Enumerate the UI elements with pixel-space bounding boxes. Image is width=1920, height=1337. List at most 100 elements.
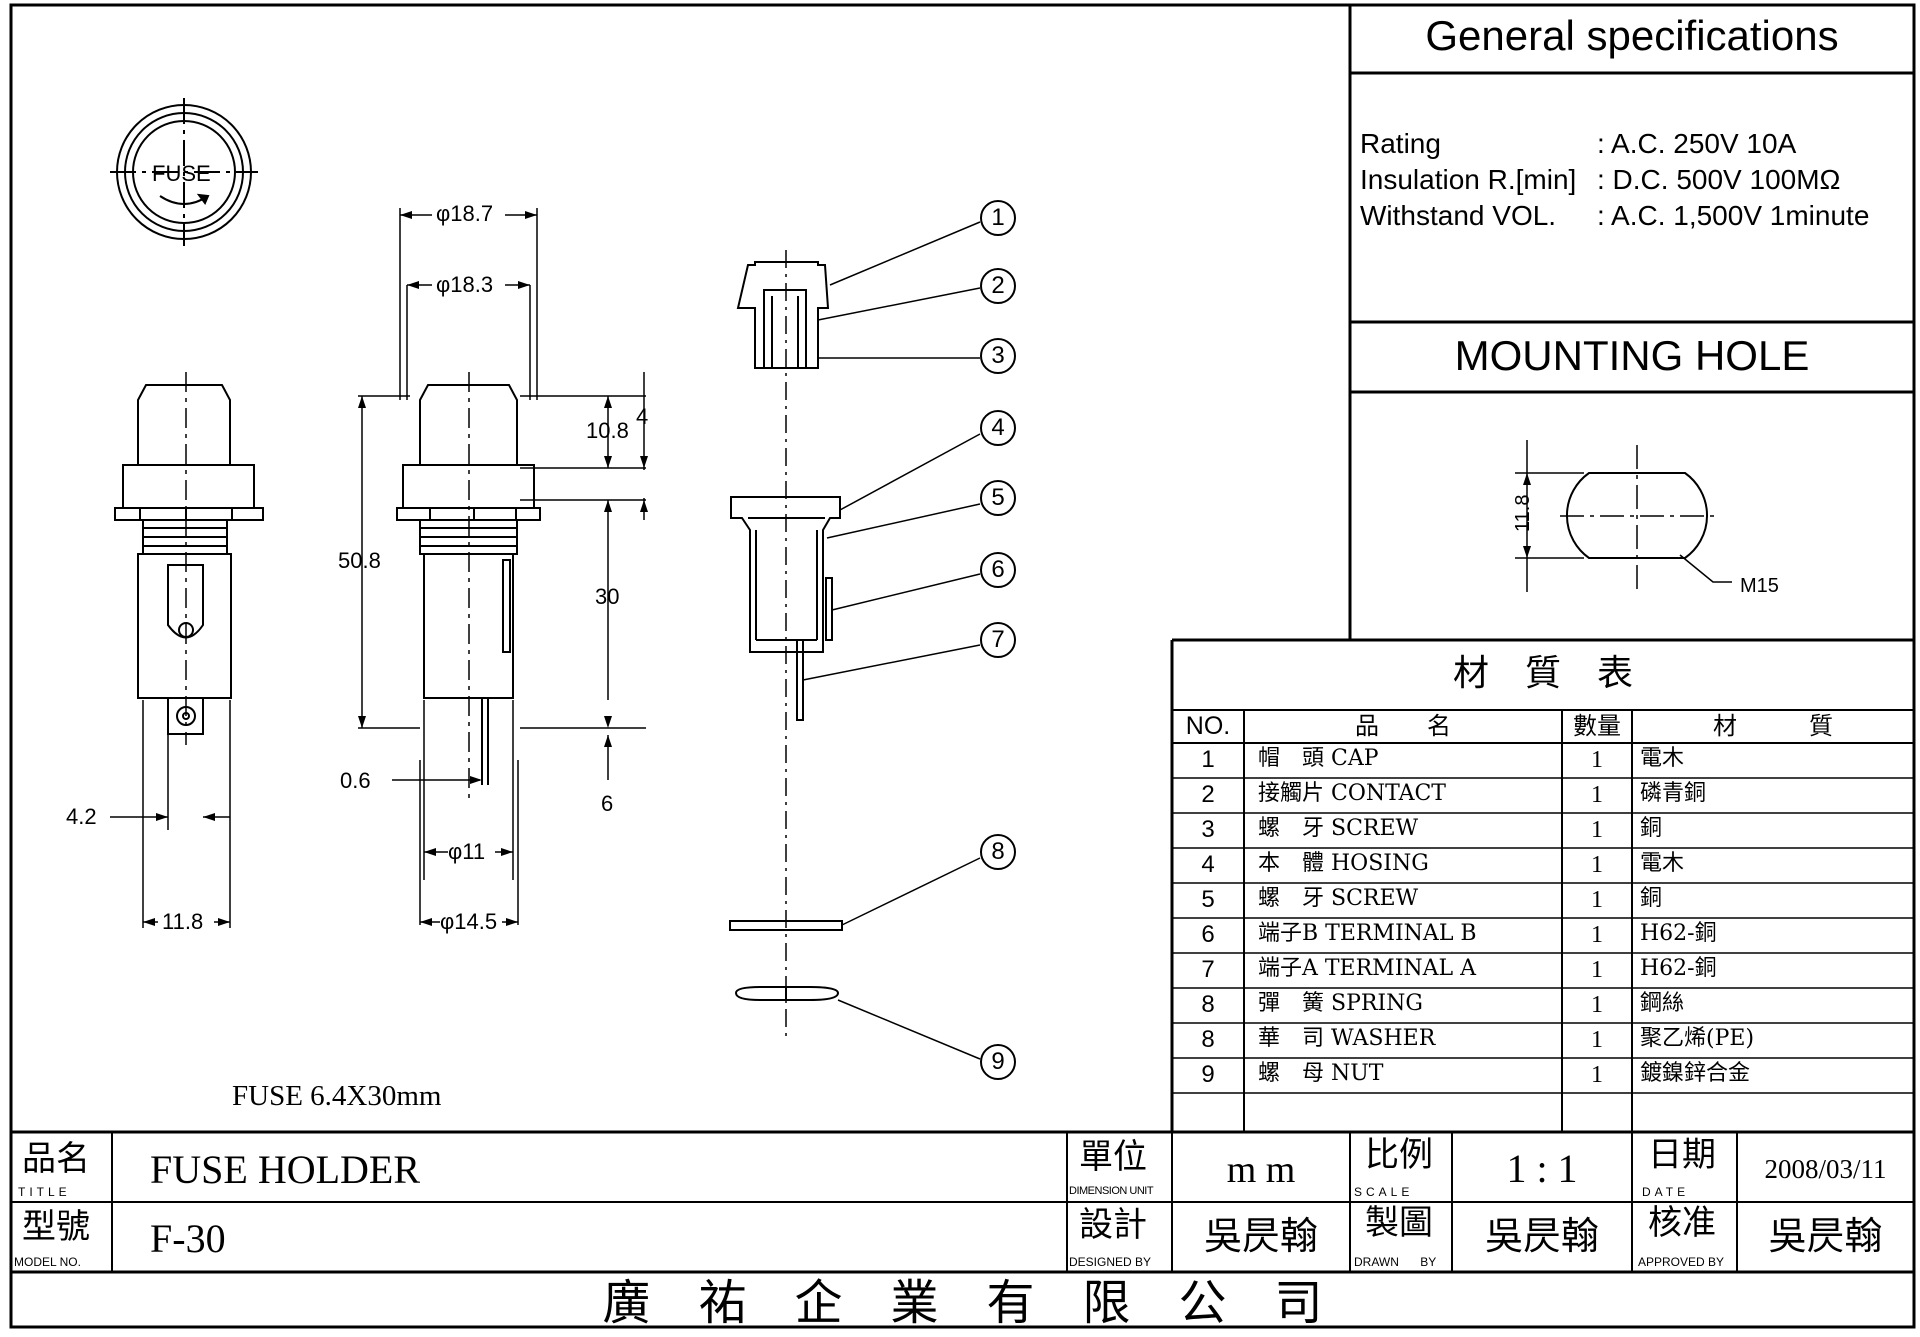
material-row-7-no: 7 [1201, 956, 1215, 983]
material-row-4-no: 4 [1201, 851, 1215, 878]
design-label-cn: 設計 [1079, 1205, 1147, 1245]
spec-rating-value: : A.C. 250V 10A [1597, 128, 1797, 159]
spec-insulation-value: : D.C. 500V 100MΩ [1597, 164, 1841, 195]
approved-value: 吳昃翰 [1768, 1214, 1883, 1258]
balloon-2: 2 [991, 272, 1005, 299]
mounting-hole-dim: 11.8 [1512, 494, 1534, 532]
unit-label-en: DIMENSION UNIT [1069, 1185, 1154, 1197]
dim-4: 4 [636, 404, 649, 429]
material-row-6-material: H62-銅 [1640, 921, 1717, 946]
material-row-2-name: 接觸片 CONTACT [1258, 781, 1446, 806]
side-view-left [114, 372, 264, 745]
material-row-8-no: 8 [1201, 991, 1215, 1018]
material-row-1-material: 電木 [1640, 746, 1685, 771]
dim-phi-14-5: φ14.5 [440, 909, 498, 934]
material-row-8-qty: 1 [1591, 992, 1603, 1018]
title-label-cn: 品名 [22, 1139, 90, 1179]
material-row-9-material: 聚乙烯(PE) [1640, 1026, 1755, 1051]
balloon-8: 8 [991, 838, 1005, 865]
unit-value: m m [1226, 1149, 1296, 1191]
material-row-9-name: 華 司 WASHER [1258, 1026, 1436, 1051]
material-row-1-name: 帽 頭 CAP [1258, 746, 1379, 771]
mounting-hole-title: MOUNTING HOLE [1454, 332, 1810, 379]
dim-phi-18-3: φ18.3 [436, 272, 494, 297]
dimension-arrows [143, 211, 648, 926]
material-row-1-qty: 1 [1591, 747, 1603, 773]
materials-title: 材 質 表 [1452, 653, 1633, 694]
approved-label-cn: 核准 [1648, 1203, 1716, 1243]
material-row-2-qty: 1 [1591, 782, 1603, 808]
unit-label-cn: 單位 [1079, 1137, 1147, 1177]
mounting-hole-thread: M15 [1740, 575, 1779, 597]
material-row-2-no: 2 [1201, 781, 1215, 808]
model-label-en: MODEL NO. [14, 1255, 81, 1269]
materials-header-material: 材 質 [1713, 712, 1833, 740]
material-row-6-no: 6 [1201, 921, 1215, 948]
material-row-3-material: 銅 [1640, 816, 1663, 841]
material-row-10-material: 鍍鎳鋅合金 [1640, 1061, 1751, 1086]
balloons [980, 200, 1016, 1080]
material-row-9-qty: 1 [1591, 1027, 1603, 1053]
dim-phi-18-7: φ18.7 [436, 201, 494, 226]
material-row-10-qty: 1 [1591, 1062, 1603, 1088]
balloon-9: 9 [991, 1048, 1005, 1075]
dim-4-2: 4.2 [66, 804, 97, 829]
title-value: FUSE HOLDER [150, 1147, 421, 1192]
company-name: 廣 祐 企 業 有 限 公 司 [602, 1275, 1323, 1331]
material-row-9-no: 8 [1201, 1026, 1215, 1053]
materials-header-no: NO. [1185, 712, 1231, 740]
material-row-5-material: 銅 [1640, 886, 1663, 911]
balloon-leaders [802, 221, 981, 1060]
material-row-8-material: 鋼絲 [1640, 991, 1685, 1016]
balloon-4: 4 [991, 414, 1005, 441]
drawn-value: 吳昃翰 [1484, 1214, 1599, 1258]
spec-insulation-label: Insulation R.[min] [1360, 164, 1577, 195]
dim-10-8: 10.8 [586, 418, 629, 443]
dim-6: 6 [601, 791, 614, 816]
material-row-7-name: 端子A TERMINAL A [1258, 956, 1477, 981]
dim-30: 30 [595, 584, 620, 609]
drawn-label-en: DRAWN BY [1354, 1255, 1437, 1269]
approved-label-en: APPROVED BY [1638, 1255, 1725, 1269]
material-row-5-qty: 1 [1591, 887, 1603, 913]
scale-label-en: SCALE [1354, 1185, 1414, 1199]
design-value: 吳昃翰 [1203, 1214, 1318, 1258]
material-row-2-material: 磷青銅 [1640, 781, 1707, 806]
material-row-3-qty: 1 [1591, 817, 1603, 843]
material-row-10-no: 9 [1201, 1061, 1215, 1088]
drawn-label-cn: 製圖 [1365, 1203, 1433, 1243]
scale-value: 1 : 1 [1506, 1146, 1578, 1191]
dim-phi-11: φ11 [448, 839, 486, 864]
materials-header-name: 品 名 [1355, 712, 1451, 740]
dim-50-8: 50.8 [338, 548, 381, 573]
exploded-view [729, 250, 843, 1040]
spec-withstand-label: Withstand VOL. [1360, 200, 1557, 231]
cap-top-view [110, 98, 258, 246]
design-label-en: DESIGNED BY [1069, 1255, 1152, 1269]
material-row-10-name: 螺 母 NUT [1258, 1061, 1384, 1086]
material-row-4-material: 電木 [1640, 851, 1685, 876]
dimension-lines [110, 208, 646, 928]
balloon-1: 1 [991, 204, 1005, 231]
material-row-5-no: 5 [1201, 886, 1215, 913]
balloon-5: 5 [991, 484, 1005, 511]
material-row-5-name: 螺 牙 SCREW [1258, 886, 1419, 911]
material-row-6-qty: 1 [1591, 922, 1603, 948]
material-row-3-no: 3 [1201, 816, 1215, 843]
model-label-cn: 型號 [22, 1207, 90, 1247]
material-row-7-qty: 1 [1591, 957, 1603, 983]
materials-header-qty: 數量 [1573, 712, 1621, 740]
title-label-en: TITLE [18, 1185, 71, 1199]
date-label-cn: 日期 [1648, 1135, 1716, 1175]
material-row-3-name: 螺 牙 SCREW [1258, 816, 1419, 841]
scale-label-cn: 比例 [1365, 1135, 1433, 1175]
fuse-note: FUSE 6.4X30mm [232, 1080, 442, 1112]
balloon-6: 6 [991, 556, 1005, 583]
dim-11-8: 11.8 [162, 909, 204, 934]
model-value: F-30 [150, 1216, 226, 1261]
date-value: 2008/03/11 [1764, 1154, 1887, 1184]
spec-withstand-value: : A.C. 1,500V 1minute [1597, 200, 1870, 231]
side-view-right [396, 372, 541, 800]
